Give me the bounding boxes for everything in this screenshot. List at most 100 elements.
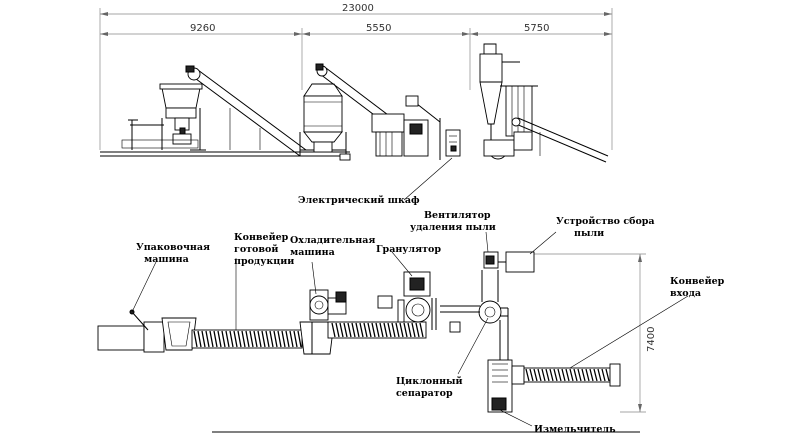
conveyor-screw-line (375, 322, 380, 338)
conveyor-screw-line (529, 368, 534, 382)
conveyor-screw-line (553, 368, 558, 382)
label-granulator: Гранулятор (376, 244, 441, 255)
granulator-plan (377, 271, 461, 333)
conveyor-screw-line (355, 322, 360, 338)
granulator-side (371, 95, 441, 160)
dim-section-1: 9260 (190, 23, 215, 34)
conveyor-screw-line (297, 330, 302, 348)
packing-machine-plan (97, 309, 197, 353)
conveyor-screw-line (347, 322, 352, 338)
conveyor-screw-line (581, 368, 586, 382)
conveyor-screw-line (273, 330, 278, 348)
conveyor-screw-line (585, 368, 590, 382)
cooler-side (299, 83, 351, 161)
conveyor-screw-line (359, 322, 364, 338)
product-conveyor-side (185, 65, 307, 157)
conveyor-screw-line (573, 368, 578, 382)
conveyor-screw-line (343, 322, 348, 338)
conveyor-screw-line (217, 330, 222, 348)
conveyor-screw-line (537, 368, 542, 382)
conveyor-screw-line (253, 330, 258, 348)
conveyor-screw-line (331, 322, 336, 338)
conveyor-screw-line (541, 368, 546, 382)
electric-cabinet-side (445, 129, 461, 157)
conveyor-screw-line (205, 330, 210, 348)
conveyor-screw-line (601, 368, 606, 382)
cyclone-side (479, 43, 538, 160)
conveyor-screw-line (363, 322, 368, 338)
conveyor-screw-line (257, 330, 262, 348)
dust-fan-plan (483, 251, 506, 269)
conveyor-screw-line (293, 330, 298, 348)
cooler-plan (299, 289, 347, 355)
cyclone-plan (440, 270, 509, 360)
label-input-conveyor: Конвейер входа (670, 276, 728, 299)
cooler-feed-conveyor-plan (327, 321, 427, 339)
conveyor-screw-line (403, 322, 408, 338)
conveyor-screw-line (249, 330, 254, 348)
conveyor-screw-line (391, 322, 396, 338)
label-packing-machine: Упаковочная машина (136, 242, 213, 265)
dimension-lines: 23000 9260 5550 5750 (99, 3, 613, 150)
label-crusher: Измельчитель (534, 424, 616, 435)
label-cyclone: Циклонный сепаратор (396, 376, 466, 399)
conveyor-screw-line (589, 368, 594, 382)
conveyor-screw-line (277, 330, 282, 348)
label-electric-cabinet: Электрический шкаф (298, 195, 420, 206)
conveyor-screw-line (597, 368, 602, 382)
conveyor-screw-line (549, 368, 554, 382)
conveyor-screw-line (229, 330, 234, 348)
dim-section-3: 5750 (524, 23, 549, 34)
conveyor-screw-line (233, 330, 238, 348)
input-conveyor-side (511, 117, 609, 163)
conveyor-screw-line (269, 330, 274, 348)
product-conveyor-plan (191, 329, 303, 349)
cabinet-leader (403, 157, 453, 201)
conveyor-screw-line (565, 368, 570, 382)
conveyor-screw-line (411, 322, 416, 338)
conveyor-screw-line (209, 330, 214, 348)
dim-total: 23000 (342, 3, 374, 14)
plan-labels: Упаковочная машина Конвейер готовой прод… (136, 210, 728, 435)
dim-vertical: 7400 (646, 327, 657, 352)
conveyor-screw-line (237, 330, 242, 348)
conveyor-screw-line (213, 330, 218, 348)
conveyor-screw-line (261, 330, 266, 348)
conveyor-screw-line (577, 368, 582, 382)
conveyor-screw-line (407, 322, 412, 338)
conveyor-screw-line (545, 368, 550, 382)
conveyor-screw-line (193, 330, 198, 348)
label-cooling-machine: Охладительная машина (290, 235, 379, 258)
conveyor-screw-line (593, 368, 598, 382)
crusher-plan (487, 359, 525, 413)
conveyor-screw-line (281, 330, 286, 348)
leader-lines (131, 231, 689, 427)
conveyor-screw-line (569, 368, 574, 382)
conveyor-screw-line (221, 330, 226, 348)
label-product-conveyor: Конвейер готовой продукции (234, 232, 294, 267)
conveyor-screw-line (561, 368, 566, 382)
conveyor-screw-line (285, 330, 290, 348)
conveyor-screw-line (399, 322, 404, 338)
conveyor-screw-line (339, 322, 344, 338)
conveyor-screw-line (415, 322, 420, 338)
conveyor-screw-line (383, 322, 388, 338)
conveyor-screw-line (525, 368, 530, 382)
label-dust-fan: Вентилятор удаления пыли (410, 210, 496, 233)
conveyor-screw-line (419, 322, 424, 338)
plan-view: 7400 (97, 231, 689, 433)
conveyor-screw-line (245, 330, 250, 348)
side-elevation: Электрический шкаф (100, 43, 609, 206)
label-dust-collector: Устройство сбора пыли (556, 216, 658, 239)
conveyor-screw-line (197, 330, 202, 348)
conveyor-screw-line (289, 330, 294, 348)
conveyor-screw-line (379, 322, 384, 338)
conveyor-screw-line (201, 330, 206, 348)
conveyor-screw-line (371, 322, 376, 338)
conveyor-screw-line (395, 322, 400, 338)
conveyor-screw-line (241, 330, 246, 348)
dim-section-2: 5550 (366, 23, 391, 34)
packing-machine-side (121, 83, 206, 151)
dust-collector-plan (505, 251, 535, 273)
